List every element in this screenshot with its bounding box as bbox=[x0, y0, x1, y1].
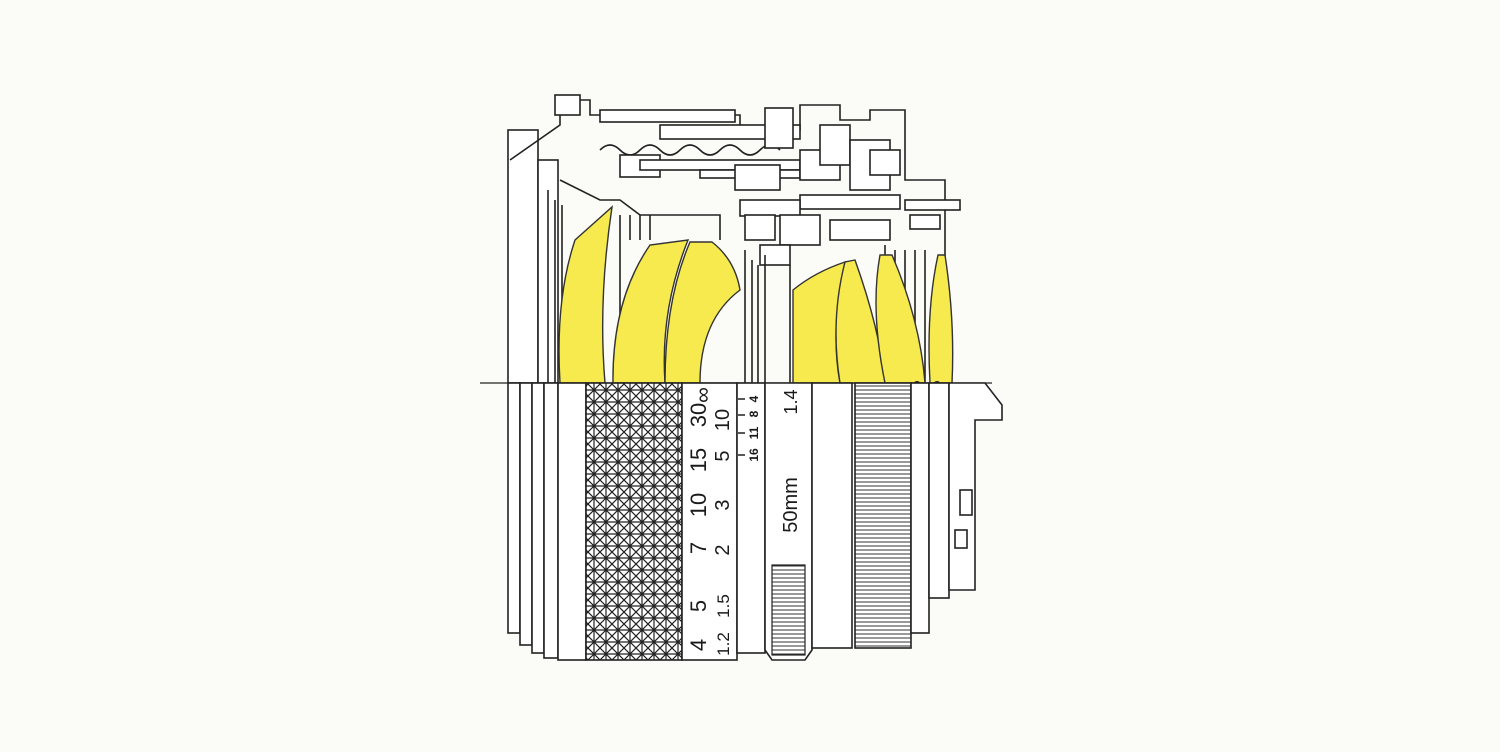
feet-mark: 7 bbox=[686, 542, 711, 554]
meter-mark: 2 bbox=[712, 544, 734, 555]
focus-ring-knurl bbox=[585, 382, 683, 661]
meter-mark: 1.5 bbox=[714, 594, 733, 618]
distance-scale-feet: ∞ 30 15 10 7 5 4 bbox=[686, 387, 715, 651]
meter-mark: 1.2 bbox=[714, 632, 733, 656]
lens-element-7 bbox=[928, 254, 954, 384]
feet-mark: 5 bbox=[686, 600, 711, 612]
lens-element-6 bbox=[875, 254, 926, 384]
feet-mark: 4 bbox=[686, 639, 711, 651]
aperture-mark: 4 bbox=[747, 395, 761, 402]
feet-mark: 15 bbox=[686, 448, 711, 472]
lens-element-3 bbox=[664, 241, 741, 384]
feet-mark: 10 bbox=[686, 493, 711, 517]
focal-length-label: 50mm bbox=[780, 477, 802, 533]
aperture-mark: 16 bbox=[747, 448, 761, 462]
meter-mark: 3 bbox=[712, 499, 734, 510]
lens-element-1 bbox=[558, 205, 613, 384]
max-aperture-label: 1.4 bbox=[781, 389, 801, 414]
feet-mark: 30 bbox=[686, 403, 711, 427]
feet-mark: ∞ bbox=[690, 387, 715, 403]
lens-elements bbox=[558, 205, 954, 392]
meter-mark: 5 bbox=[712, 450, 734, 461]
lens-barrel bbox=[507, 382, 1003, 661]
aperture-ring-grip bbox=[854, 382, 912, 649]
distance-scale-meters: 10 5 3 2 1.5 1.2 bbox=[712, 409, 734, 656]
aperture-mark: 8 bbox=[747, 410, 761, 417]
meter-mark: 10 bbox=[712, 409, 734, 431]
aperture-scale: 4 8 11 16 bbox=[738, 395, 761, 462]
aperture-mark: 11 bbox=[747, 426, 761, 439]
lens-element-2 bbox=[612, 239, 690, 384]
